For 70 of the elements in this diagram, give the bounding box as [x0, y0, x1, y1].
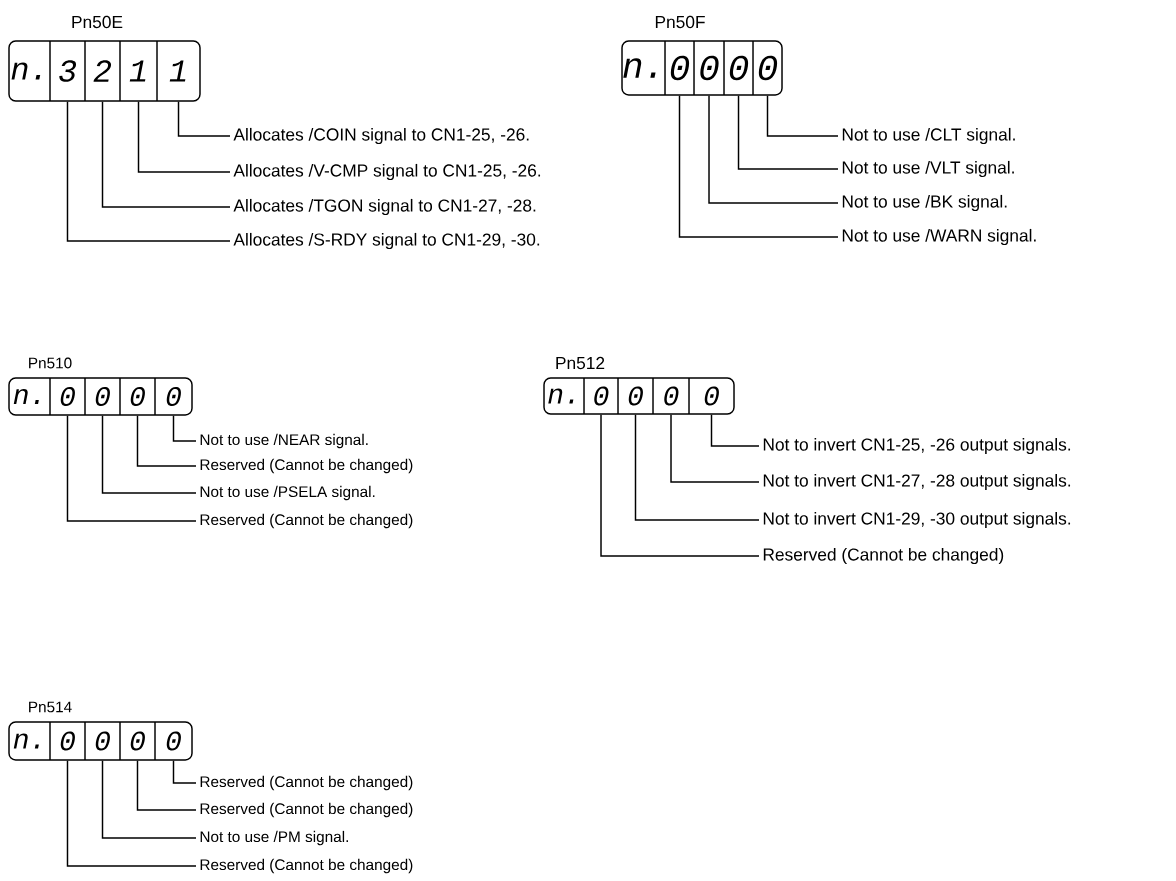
setting-description: Not to use /NEAR signal. — [200, 433, 368, 449]
digit-cell: n. — [13, 389, 39, 405]
leader-line — [678, 95, 839, 238]
leader-line — [634, 414, 760, 521]
digit-cell: 0 — [693, 40, 719, 96]
digit-cell: 1 — [156, 40, 186, 102]
setting-description: Reserved (Cannot be changed) — [200, 802, 413, 818]
leader-line — [101, 760, 197, 839]
digit-cell: 0 — [119, 721, 145, 761]
setting-description: Not to use /PSELA signal. — [200, 485, 375, 501]
setting-description: Not to use /WARN signal. — [842, 228, 1036, 246]
setting-description: Not to use /VLT signal. — [842, 160, 1014, 178]
digit-cell: 0 — [617, 377, 643, 415]
digit-cell: 0 — [154, 721, 181, 761]
setting-description: Not to invert CN1-29, -30 output signals. — [763, 511, 1071, 529]
leader-line — [172, 415, 197, 442]
digit-cell: n. — [13, 733, 39, 749]
digit-cell: 0 — [652, 377, 679, 415]
node-label: Pn510 — [29, 357, 72, 369]
leader-line — [708, 95, 839, 204]
digit-cell: 2 — [84, 40, 112, 102]
leader-line — [101, 415, 197, 494]
leader-line — [766, 95, 839, 137]
setting-description: Reserved (Cannot be changed) — [200, 458, 413, 474]
digit-cell: n. — [623, 58, 656, 78]
setting-description: Allocates /COIN signal to CN1-25, -26. — [233, 127, 529, 145]
leader-line — [136, 760, 197, 811]
node-label: Pn514 — [29, 701, 72, 713]
digit-cell: 0 — [688, 377, 719, 415]
digit-cell: n. — [548, 388, 574, 404]
setting-description: Allocates /TGON signal to CN1-27, -28. — [233, 198, 536, 216]
leader-line — [66, 101, 231, 242]
leader-line — [710, 414, 760, 447]
setting-description: Not to use /BK signal. — [842, 194, 1007, 212]
setting-description: Allocates /S-RDY signal to CN1-29, -30. — [233, 232, 540, 250]
digit-cell: 0 — [84, 377, 110, 416]
setting-description: Reserved (Cannot be changed) — [200, 775, 413, 791]
digit-cell: 3 — [49, 40, 76, 102]
setting-description: Not to use /CLT signal. — [842, 127, 1015, 145]
leader-line — [66, 415, 197, 522]
leader-line — [66, 760, 197, 867]
leader-line — [670, 414, 760, 483]
leader-line — [177, 101, 231, 137]
digit-cell: 0 — [154, 377, 181, 416]
setting-description: Not to invert CN1-25, -26 output signals. — [763, 437, 1071, 455]
digit-cell: 0 — [664, 40, 690, 96]
leader-line — [172, 760, 197, 784]
digit-cell: n. — [11, 62, 41, 80]
digit-cell: 0 — [723, 40, 749, 96]
leader-line — [136, 415, 197, 467]
digit-cell: 0 — [119, 377, 145, 416]
leader-line — [101, 101, 231, 208]
node-label: Pn50F — [655, 15, 705, 29]
digit-cell: 0 — [49, 377, 75, 416]
leader-line — [737, 95, 839, 170]
setting-description: Allocates /V-CMP signal to CN1-25, -26. — [233, 163, 541, 181]
digit-cell: 0 — [84, 721, 110, 761]
leader-line — [600, 414, 760, 557]
setting-description: Reserved (Cannot be changed) — [200, 858, 413, 874]
node-label: Pn512 — [556, 356, 605, 370]
setting-description: Not to use /PM signal. — [200, 830, 348, 846]
leader-line — [137, 101, 231, 173]
digit-cell: 1 — [119, 40, 146, 102]
setting-description: Reserved (Cannot be changed) — [200, 513, 413, 529]
digit-cell: 0 — [583, 377, 609, 415]
digit-cell: 0 — [752, 40, 778, 96]
node-label: Pn50E — [72, 15, 123, 29]
setting-description: Reserved (Cannot be changed) — [763, 547, 1004, 565]
digit-cell: 0 — [49, 721, 75, 761]
setting-description: Not to invert CN1-27, -28 output signals. — [763, 473, 1071, 491]
